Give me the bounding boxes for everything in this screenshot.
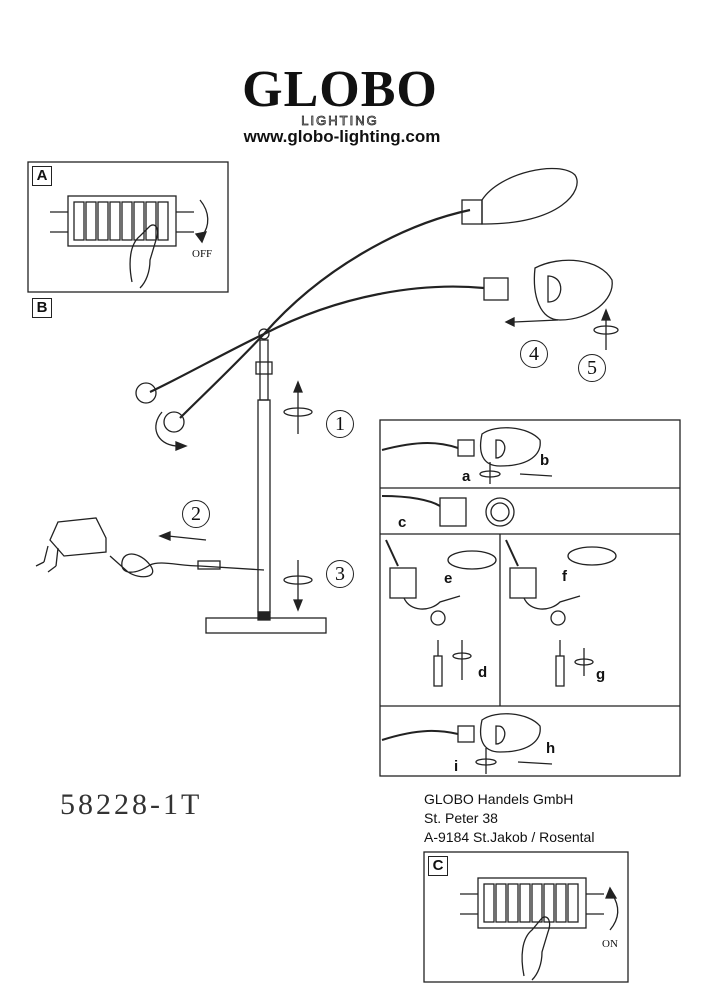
fuse-box-a <box>67 195 177 247</box>
model-number: 58228-1T <box>60 788 203 821</box>
step-4-number: 4 <box>520 340 548 368</box>
panel-a-tag: A <box>32 166 52 186</box>
panel-a-frame <box>27 161 229 293</box>
step-2-number: 2 <box>182 500 210 528</box>
website-url: www.globo-lighting.com <box>243 127 441 146</box>
detail-label-e: e <box>444 570 453 587</box>
step-1-number: 1 <box>326 410 354 438</box>
lamp-shade-upper <box>481 167 578 225</box>
brand-logo: GLOBO <box>242 61 438 118</box>
detail-label-c: c <box>398 514 407 531</box>
detail-label-b: b <box>540 452 550 469</box>
counterweight-upper <box>135 382 157 404</box>
detail-panel <box>379 419 681 777</box>
counterweight-lower <box>163 411 185 433</box>
brand-sub-logo: LIGHTING <box>301 113 379 128</box>
detail-label-d: d <box>478 664 488 681</box>
step-5-number: 5 <box>578 354 606 382</box>
lamp-shade-detached <box>533 259 613 321</box>
detail-label-h: h <box>546 740 556 757</box>
fuse-switches-c <box>483 883 579 923</box>
step-3-number: 3 <box>326 560 354 588</box>
lamp-pole <box>257 399 271 613</box>
detail-label-f: f <box>562 568 567 585</box>
lamp-arm-lower <box>263 285 485 335</box>
detail-label-g: g <box>596 666 606 683</box>
panel-c-tag: C <box>428 856 448 876</box>
detail-label-a: a <box>462 468 471 485</box>
detail-label-i: i <box>454 758 459 775</box>
hand-c <box>521 916 551 981</box>
company-name: GLOBO Handels GmbH <box>424 791 574 807</box>
hand-a <box>129 224 159 289</box>
power-adapter <box>49 517 107 557</box>
on-label: ON <box>602 938 618 950</box>
arrow-off <box>199 199 209 237</box>
panel-c-frame <box>423 851 629 983</box>
off-label: OFF <box>192 248 213 260</box>
lamp-arm-upper <box>263 208 471 335</box>
company-city: A-9184 St.Jakob / Rosental <box>424 829 595 845</box>
fuse-switches-a <box>73 201 169 241</box>
company-street: St. Peter 38 <box>424 810 498 826</box>
panel-b-tag: B <box>32 298 52 318</box>
